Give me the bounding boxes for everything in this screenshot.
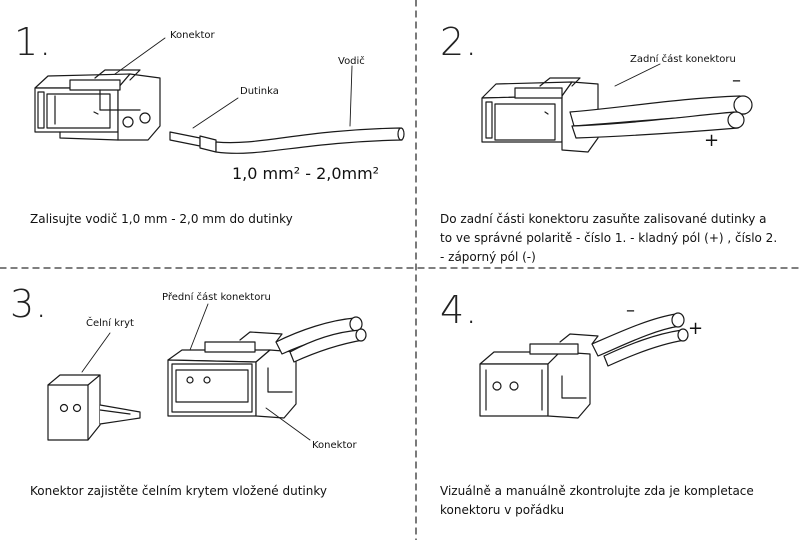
caption-step-1: Zalisujte vodič 1,0 mm - 2,0 mm do dutin… — [30, 212, 293, 226]
panel-3-front-cap-drawing — [47, 374, 141, 441]
panel-4-connector-drawing — [479, 333, 599, 419]
label-wire: Vodič — [338, 56, 365, 67]
panel-1-connector-drawing — [34, 69, 161, 141]
caption-step-2: Do zadní části konektoru zasuňte zalisov… — [440, 212, 778, 264]
panel-1-leader-lines — [114, 37, 353, 129]
caption-step-3: Konektor zajistěte čelním krytem vložené… — [30, 484, 327, 498]
wire-gauge-range: 1,0 mm² - 2,0mm² — [232, 164, 380, 183]
step-number-1: 1. — [14, 20, 53, 64]
panel-2-leader-line — [614, 63, 661, 87]
positive-polarity-mark: + — [704, 130, 720, 151]
negative-polarity-mark-4: – — [626, 300, 635, 321]
step-number-2: 2. — [440, 20, 479, 64]
panel-4-wires-drawing — [591, 312, 689, 367]
label-connector-3: Konektor — [312, 440, 357, 451]
label-rear-part: Zadní část konektoru — [630, 54, 736, 65]
caption-step-4: Vizuálně a manuálně zkontrolujte zda je … — [440, 484, 754, 517]
panel-3-cap-leader — [81, 332, 111, 373]
negative-polarity-mark: – — [732, 70, 741, 91]
step-number-3: 3. — [10, 282, 49, 326]
panel-2-wires-drawing — [569, 95, 753, 139]
panel-1-ferrule-wire-drawing — [169, 127, 405, 154]
label-connector: Konektor — [170, 30, 215, 41]
label-front-part: Přední část konektoru — [162, 292, 271, 303]
panel-3-front-leader — [189, 303, 209, 351]
step-number-4: 4. — [440, 288, 479, 332]
label-ferrule: Dutinka — [240, 86, 279, 97]
label-front-cap: Čelní kryt — [86, 318, 134, 329]
panel-3-connector-leader — [265, 407, 311, 441]
panel-3-connector-drawing — [167, 331, 297, 419]
positive-polarity-mark-4: + — [688, 318, 704, 339]
panel-3-wires-drawing — [275, 316, 367, 363]
